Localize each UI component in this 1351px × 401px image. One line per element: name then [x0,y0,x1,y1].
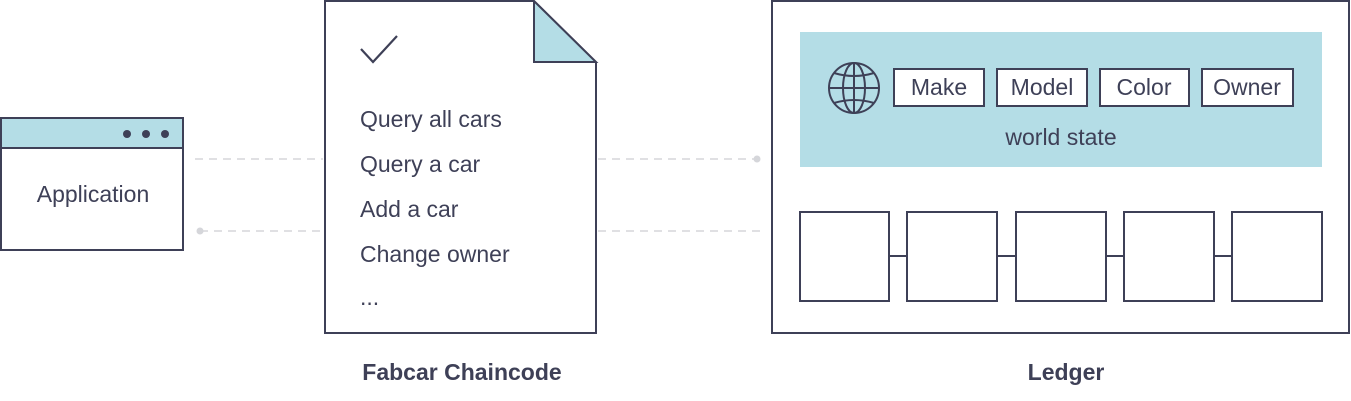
connector-endpoint-dot [753,155,761,163]
function-item: Add a car [360,196,459,222]
ledger-caption: Ledger [1028,359,1105,385]
field-label: Make [911,74,967,100]
block [1015,211,1107,302]
blockchain [799,211,1323,302]
ledger-container: Make Model Color Owner world state [771,0,1350,334]
application-titlebar [0,117,184,149]
function-item: Change owner [360,241,510,267]
world-state-field: Model [996,68,1088,107]
application-body [0,147,184,251]
globe-icon [828,62,880,114]
application-window: Application [0,117,184,251]
application-label: Application [37,181,150,207]
block [906,211,998,302]
block [1231,211,1323,302]
document-fold [533,0,599,63]
function-item: Query a car [360,151,480,177]
function-item: Query all cars [360,106,502,132]
block [1123,211,1215,302]
chaincode-document: Query all cars Query a car Add a car Cha… [324,0,599,334]
field-label: Owner [1213,74,1281,100]
function-item: ... [360,284,379,310]
world-state-field: Owner [1201,68,1294,107]
document-outline [324,0,597,334]
world-state-field: Make [893,68,985,107]
connector-endpoint-dot [196,227,204,235]
world-state-label: world state [1004,124,1116,150]
connectors [195,158,762,232]
field-label: Color [1117,74,1172,100]
world-state-field: Color [1099,68,1190,107]
checkmark-icon [360,35,398,64]
chaincode-caption: Fabcar Chaincode [362,359,561,385]
field-label: Model [1011,74,1074,100]
world-state-panel: Make Model Color Owner world state [800,32,1322,167]
block [799,211,890,302]
ellipsis-icon [123,130,169,138]
